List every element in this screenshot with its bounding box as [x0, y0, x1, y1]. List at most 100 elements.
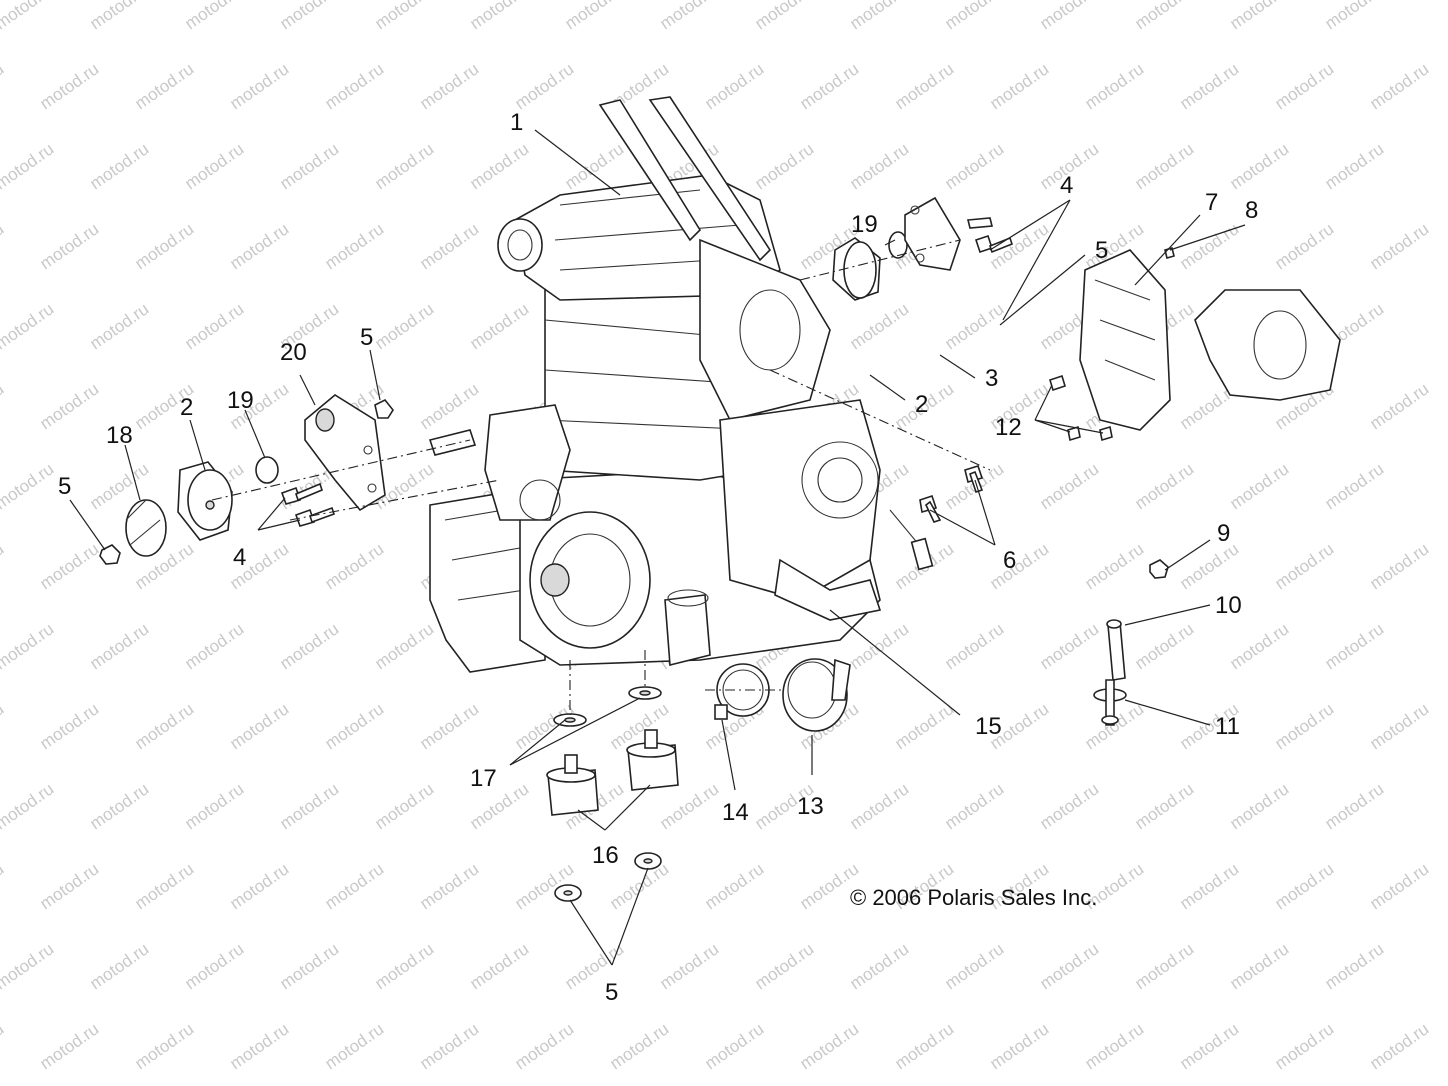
- callout-11: 11: [1215, 713, 1240, 740]
- callout-5-right: 5: [1095, 237, 1108, 264]
- callout-3: 3: [985, 365, 998, 392]
- watermark-text: motod.ru: [36, 219, 102, 273]
- watermark-text: motod.ru: [1321, 459, 1387, 513]
- watermark-text: motod.ru: [891, 1019, 957, 1073]
- watermark-text: motod.ru: [1131, 139, 1197, 193]
- callout-16: 16: [592, 842, 619, 869]
- watermark-text: motod.ru: [0, 1019, 7, 1073]
- watermark-text: motod.ru: [36, 859, 102, 913]
- watermark-text: motod.ru: [0, 779, 57, 833]
- watermark-text: motod.ru: [1271, 219, 1337, 273]
- watermark-text: motod.ru: [796, 1019, 862, 1073]
- callout-8: 8: [1245, 197, 1258, 224]
- watermark-text: motod.ru: [846, 299, 912, 353]
- watermark-text: motod.ru: [1321, 619, 1387, 673]
- watermark-text: motod.ru: [1081, 59, 1147, 113]
- watermark-text: motod.ru: [226, 1019, 292, 1073]
- watermark-text: motod.ru: [466, 299, 532, 353]
- watermark-text: motod.ru: [941, 619, 1007, 673]
- watermark-text: motod.ru: [1036, 619, 1102, 673]
- watermark-text: motod.ru: [371, 939, 437, 993]
- callout-19-right: 19: [851, 211, 878, 238]
- watermark-text: motod.ru: [416, 219, 482, 273]
- watermark-text: motod.ru: [226, 859, 292, 913]
- callout-13: 13: [797, 793, 824, 820]
- watermark-text: motod.ru: [0, 379, 7, 433]
- watermark-text: motod.ru: [276, 779, 342, 833]
- watermark-text: motod.ru: [511, 1019, 577, 1073]
- pin: [1106, 619, 1126, 681]
- hose-clamp: [714, 663, 770, 720]
- right-mount-washer: [888, 231, 908, 259]
- left-mount-spacer-washer: [255, 456, 279, 484]
- watermark-text: motod.ru: [751, 939, 817, 993]
- leader-lines: [69, 129, 1246, 966]
- watermark-text: motod.ru: [941, 0, 1007, 33]
- watermark-text: motod.ru: [1036, 779, 1102, 833]
- watermark-text: motod.ru: [321, 1019, 387, 1073]
- callout-17: 17: [470, 765, 497, 792]
- right-bolts: [966, 217, 1013, 254]
- watermark-text: motod.ru: [416, 859, 482, 913]
- watermark-text: motod.ru: [0, 539, 7, 593]
- copyright-text: © 2006 Polaris Sales Inc.: [850, 885, 1097, 910]
- watermark-text: motod.ru: [416, 699, 482, 753]
- watermark-text: motod.ru: [131, 859, 197, 913]
- watermark-text: motod.ru: [1131, 459, 1197, 513]
- intake-coupler: [782, 658, 851, 732]
- watermark-text: motod.ru: [561, 139, 627, 193]
- watermark-text: motod.ru: [941, 939, 1007, 993]
- watermark-text: motod.ru: [0, 139, 57, 193]
- watermark-text: motod.ru: [1366, 1019, 1432, 1073]
- callout-labels: 1 4 5 19 7 8 3 2 12 6 9 10 11 15 13 14 1…: [58, 109, 1258, 1006]
- watermark-text: motod.ru: [656, 939, 722, 993]
- watermark-text: motod.ru: [656, 779, 722, 833]
- watermark-text: motod.ru: [701, 859, 767, 913]
- watermark-text: motod.ru: [751, 0, 817, 33]
- watermark-text: motod.ru: [0, 219, 7, 273]
- watermark-text: motod.ru: [181, 779, 247, 833]
- watermark-text: motod.ru: [226, 219, 292, 273]
- watermark-text: motod.ru: [1176, 1019, 1242, 1073]
- right-rubber-mount: [832, 237, 881, 301]
- callout-6: 6: [1003, 547, 1016, 574]
- left-mount-cup: [125, 499, 167, 557]
- watermark-text: motod.ru: [561, 0, 627, 33]
- watermark-text: motod.ru: [36, 1019, 102, 1073]
- watermark-text: motod.ru: [0, 299, 57, 353]
- watermark-text: motod.ru: [36, 699, 102, 753]
- watermark-text: motod.ru: [0, 0, 57, 33]
- watermark-text: motod.ru: [86, 299, 152, 353]
- watermark-text: motod.ru: [656, 0, 722, 33]
- watermark-text: motod.ru: [181, 939, 247, 993]
- watermark-text: motod.ru: [86, 939, 152, 993]
- watermark-text: motod.ru: [416, 1019, 482, 1073]
- watermark-text: motod.ru: [1036, 939, 1102, 993]
- engine-assembly: [428, 96, 934, 673]
- watermark-text: motod.ru: [131, 59, 197, 113]
- watermark-text: motod.ru: [0, 859, 7, 913]
- watermark-text: motod.ru: [1366, 539, 1432, 593]
- watermark-text: motod.ru: [846, 779, 912, 833]
- watermark-text: motod.ru: [416, 59, 482, 113]
- watermark-text: motod.ru: [1226, 459, 1292, 513]
- watermark-text: motod.ru: [846, 939, 912, 993]
- watermark-text: motod.ru: [1321, 779, 1387, 833]
- watermark-text: motod.ru: [371, 779, 437, 833]
- watermark-text: motod.ru: [846, 139, 912, 193]
- watermark-text: motod.ru: [891, 699, 957, 753]
- callout-15: 15: [975, 713, 1002, 740]
- callout-9: 9: [1217, 520, 1230, 547]
- watermark-text: motod.ru: [181, 0, 247, 33]
- watermark-text: motod.ru: [0, 939, 57, 993]
- watermark-text: motod.ru: [1226, 139, 1292, 193]
- callout-4-left: 4: [233, 544, 246, 571]
- watermark-text: motod.ru: [1226, 939, 1292, 993]
- watermark-text: motod.ru: [701, 59, 767, 113]
- watermark-text: motod.ru: [466, 939, 532, 993]
- watermark-text: motod.ru: [1226, 619, 1292, 673]
- watermark-text: motod.ru: [1271, 1019, 1337, 1073]
- watermark-text: motod.ru: [0, 59, 7, 113]
- callout-7: 7: [1205, 189, 1218, 216]
- cover-screws: [1049, 374, 1113, 442]
